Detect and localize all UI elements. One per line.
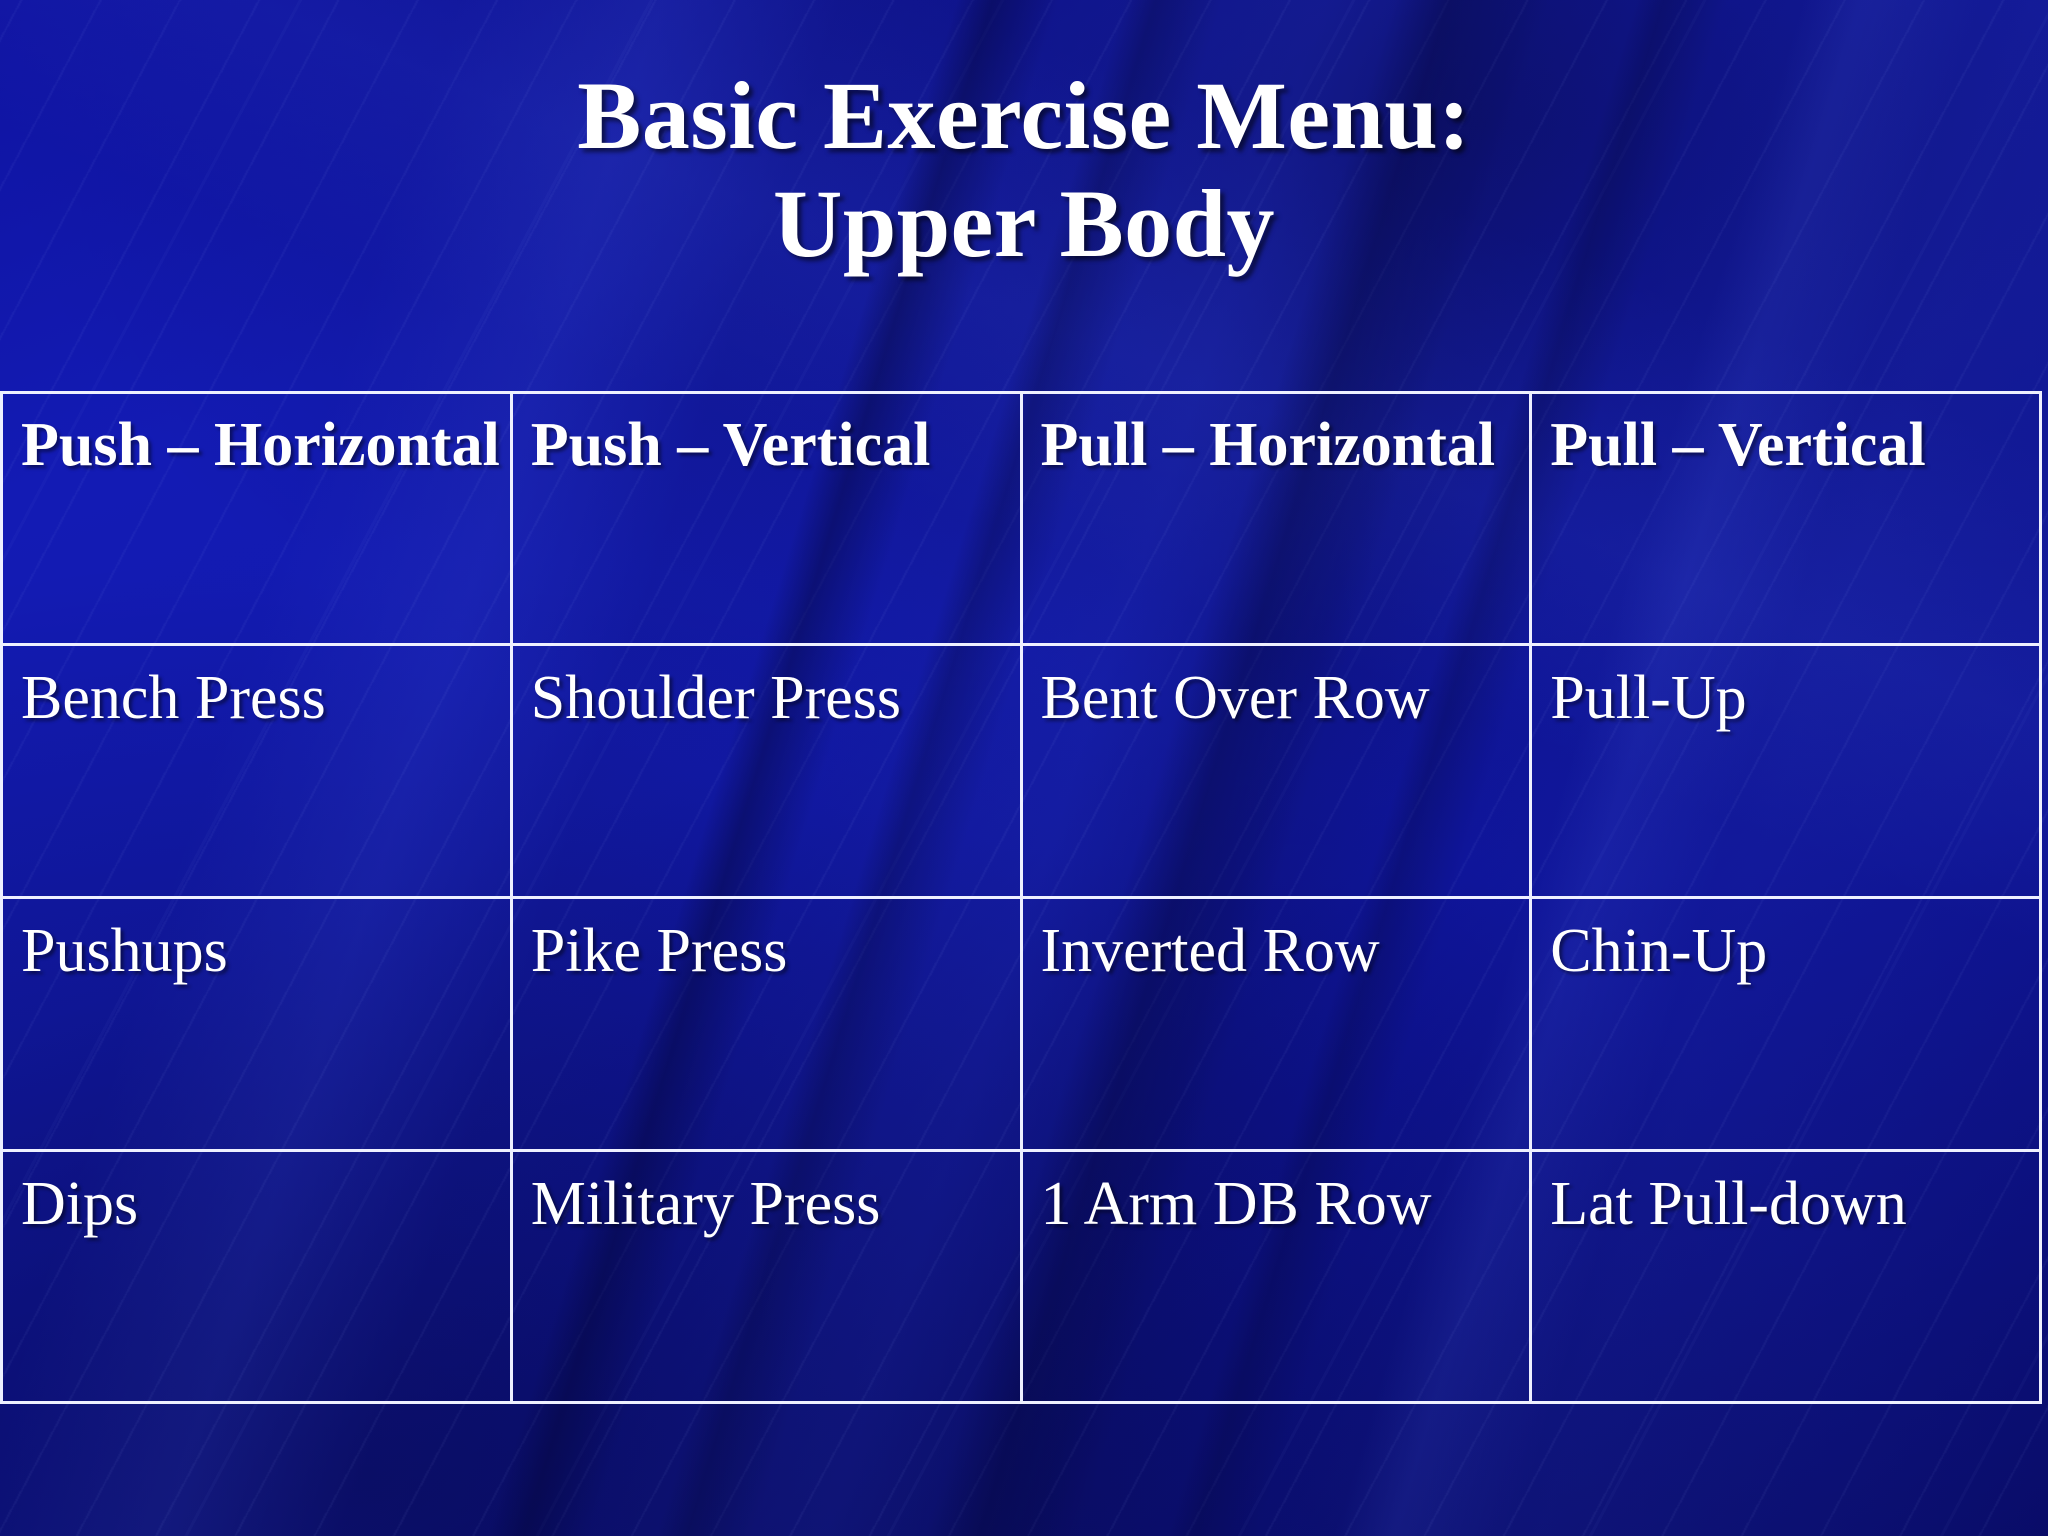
table-cell: Pull-Up [1529, 643, 2042, 899]
exercise-name: Inverted Row [1040, 917, 1380, 985]
header-label: Push – Vertical [530, 411, 931, 479]
exercise-name: Pull-Up [1550, 664, 1747, 732]
table-row: Dips Military Press 1 Arm DB Row Lat Pul… [0, 1149, 2042, 1404]
exercise-name: Bent Over Row [1040, 664, 1430, 732]
slide-title-line-1: Basic Exercise Menu: [577, 62, 1471, 169]
table-cell: Pike Press [509, 896, 1023, 1152]
column-header-push-horizontal: Push – Horizontal [0, 391, 513, 646]
table-cell: Lat Pull-down [1529, 1149, 2042, 1404]
slide-title: Basic Exercise Menu: Upper Body [0, 62, 2048, 277]
table-cell: Dips [0, 1149, 513, 1404]
exercise-menu-table: Push – Horizontal Push – Vertical Pull –… [0, 391, 2042, 1404]
slide-title-line-2: Upper Body [772, 169, 1275, 277]
table-row: Pushups Pike Press Inverted Row Chin-Up [0, 896, 2042, 1152]
column-header-pull-vertical: Pull – Vertical [1529, 391, 2042, 646]
table-cell: Shoulder Press [509, 643, 1023, 899]
table-row: Bench Press Shoulder Press Bent Over Row… [0, 643, 2042, 899]
exercise-name: Pike Press [530, 917, 788, 985]
exercise-name: Chin-Up [1550, 917, 1768, 985]
table-cell: Bent Over Row [1019, 643, 1533, 899]
exercise-name: Bench Press [21, 664, 326, 732]
exercise-name: Pushups [21, 917, 228, 985]
table-cell: Chin-Up [1529, 896, 2042, 1152]
column-header-push-vertical: Push – Vertical [509, 391, 1023, 646]
exercise-name: Shoulder Press [530, 664, 902, 732]
table-cell: Military Press [509, 1149, 1023, 1404]
table-cell: 1 Arm DB Row [1019, 1149, 1533, 1404]
exercise-name: Dips [21, 1170, 139, 1238]
table-cell: Pushups [0, 896, 513, 1152]
header-label: Pull – Vertical [1550, 411, 1926, 479]
exercise-name: 1 Arm DB Row [1040, 1170, 1432, 1238]
header-label: Push – Horizontal [21, 411, 500, 479]
table-cell: Bench Press [0, 643, 513, 899]
header-label: Pull – Horizontal [1040, 411, 1496, 479]
table-header-row: Push – Horizontal Push – Vertical Pull –… [0, 391, 2042, 646]
exercise-name: Lat Pull-down [1550, 1170, 1907, 1238]
exercise-name: Military Press [530, 1170, 881, 1238]
column-header-pull-horizontal: Pull – Horizontal [1019, 391, 1533, 646]
table-cell: Inverted Row [1019, 896, 1533, 1152]
